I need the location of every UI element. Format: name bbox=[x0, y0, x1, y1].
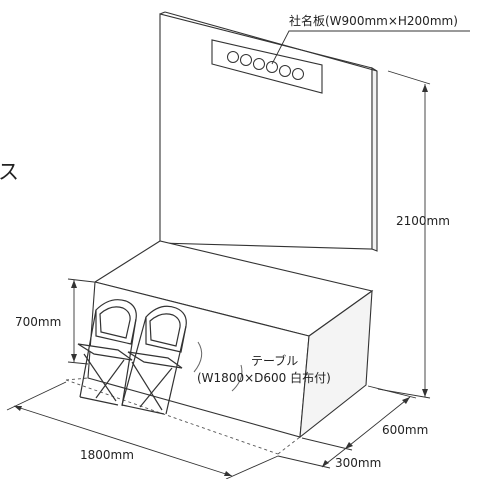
floor-outline bbox=[65, 377, 301, 455]
depth-dimension bbox=[301, 385, 417, 451]
chair-right bbox=[121, 305, 187, 415]
height-dimension bbox=[377, 70, 431, 399]
width-label: 1800mm bbox=[80, 448, 134, 462]
sign-board bbox=[211, 39, 323, 94]
table-spec-label: (W1800×D600 白布付) bbox=[197, 370, 331, 385]
sign-label: 社名板(W900mm×H200mm) bbox=[289, 13, 458, 28]
table-height-label: 700mm bbox=[15, 315, 61, 329]
table bbox=[87, 240, 374, 439]
sign-leader bbox=[271, 30, 470, 65]
chair-left bbox=[77, 299, 137, 407]
cloth-marks bbox=[193, 341, 243, 392]
table-height-dimension bbox=[67, 278, 95, 365]
offset-label: 300mm bbox=[335, 456, 381, 470]
offset-dimension bbox=[277, 448, 346, 469]
width-dimension bbox=[6, 381, 279, 479]
table-name-label: テーブル bbox=[251, 353, 298, 368]
depth-label: 600mm bbox=[382, 423, 428, 437]
back-panel bbox=[159, 11, 378, 252]
height-label: 2100mm bbox=[396, 214, 450, 228]
edge-char: ス bbox=[0, 160, 19, 184]
